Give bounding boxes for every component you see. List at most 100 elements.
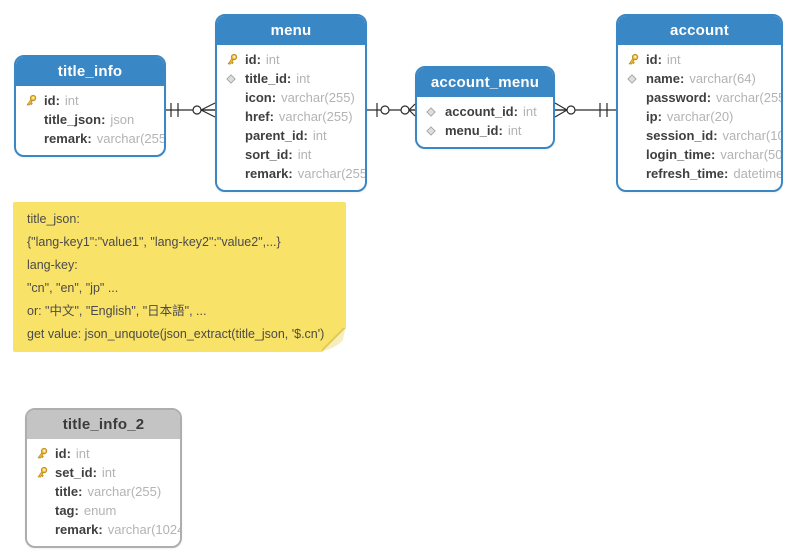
field-type: datetime [733,166,783,181]
field-name: tag [55,503,79,518]
table-field-row[interactable]: password varchar(255) [618,88,781,107]
field-type: int [265,52,280,67]
table-account_menu[interactable]: account_menu account_idint menu_id int [415,66,555,149]
table-fields: idinttitle_idinticonvarchar(255)hrefvarc… [217,45,365,190]
field-type: varchar(255) [87,484,162,499]
field-type: varchar(255) [96,131,166,146]
sticky-note[interactable]: title_json: {"lang-key1":"value1", "lang… [13,202,346,352]
table-field-row[interactable]: idint [16,91,164,110]
table-field-row[interactable]: icon varchar(255) [217,88,365,107]
note-folded-corner-icon [322,328,346,352]
table-title[interactable]: account [618,16,781,45]
relationship-connector-account_menu-account[interactable] [554,98,616,122]
field-name: remark [44,131,92,146]
table-field-row[interactable]: remarkvarchar(255) [217,164,365,183]
table-field-row[interactable]: session_id varchar(100) [618,126,781,145]
foreign-key-diamond-icon [626,73,646,85]
table-fields: idintset_idinttitlevarchar(255)tagenumre… [27,439,180,546]
field-name: name [646,71,684,86]
table-field-row[interactable]: remark varchar(1024) [27,520,180,539]
field-type: int [296,71,310,86]
table-field-row[interactable]: remark varchar(255) [16,129,164,148]
note-line: or: "中文", "English", "日本語", ... [27,304,207,318]
field-name: id [55,446,71,461]
field-type: int [297,147,312,162]
table-title[interactable]: menu [217,16,365,45]
field-name: remark [245,166,293,181]
field-name: account_id [445,104,518,119]
table-title_info[interactable]: title_info idint title_json json remark varc… [14,55,166,157]
field-name: title_json [44,112,105,127]
field-type: varchar(255) [278,109,353,124]
table-field-row[interactable]: name varchar(64) [618,69,781,88]
relationship-connector-title_info-menu[interactable] [166,98,216,122]
table-account[interactable]: account idint name varchar(64) password varc… [616,14,783,192]
primary-key-icon [35,466,55,480]
table-field-row[interactable]: tagenum [27,501,180,520]
table-field-row[interactable]: refresh_time datetime [618,164,781,183]
table-fields: idint name varchar(64) password varchar(255)… [618,45,781,190]
table-field-row[interactable]: menu_id int [417,121,553,140]
field-name: set_id [55,465,97,480]
primary-key-icon [626,53,646,67]
field-type: int [64,93,79,108]
field-name: menu_id [445,123,503,138]
table-field-row[interactable]: login_time varchar(50) [618,145,781,164]
field-type: int [507,123,522,138]
note-line: title_json: [27,212,80,226]
field-name: id [245,52,261,67]
relationship-connector-menu-account_menu[interactable] [367,98,416,122]
field-type: varchar(20) [666,109,734,124]
table-field-row[interactable]: parent_id int [217,126,365,145]
foreign-key-diamond-icon [225,73,245,85]
field-name: session_id [646,128,718,143]
field-name: password [646,90,711,105]
field-type: varchar(255) [281,90,355,105]
table-field-row[interactable]: title_id int [217,69,365,88]
field-type: int [75,446,90,461]
foreign-key-diamond-icon [425,106,445,118]
field-name: refresh_time [646,166,728,181]
field-name: title [55,484,82,499]
foreign-key-diamond-icon [425,125,445,137]
table-field-row[interactable]: set_id int [27,463,180,482]
field-name: ip [646,109,662,124]
table-title[interactable]: title_info [16,57,164,86]
table-fields: account_idint menu_id int [417,97,553,147]
note-line: {"lang-key1":"value1", "lang-key2":"valu… [27,235,281,249]
note-line: get value: json_unquote(json_extract(tit… [27,327,325,341]
table-title[interactable]: account_menu [417,68,553,97]
table-field-row[interactable]: idint [618,50,781,69]
table-field-row[interactable]: href varchar(255) [217,107,365,126]
table-title[interactable]: title_info_2 [27,410,180,439]
field-name: parent_id [245,128,308,143]
table-menu[interactable]: menu idinttitle_idinticonvarchar(255)hre… [215,14,367,192]
field-type: int [101,465,116,480]
field-name: sort_id [245,147,293,162]
table-field-row[interactable]: sort_id int [217,145,365,164]
field-type: varchar(100) [722,128,781,143]
table-title_info_2[interactable]: title_info_2 idintset_idinttitlevarchar(… [25,408,182,548]
field-type: varchar(50) [720,147,783,162]
table-field-row[interactable]: idint [27,444,180,463]
field-name: id [646,52,662,67]
table-fields: idint title_json json remark varchar(255) [16,86,164,155]
field-name: remark [55,522,103,537]
field-name: title_id [245,71,291,86]
field-type: enum [83,503,117,518]
field-type: varchar(1024) [107,522,182,537]
field-type: varchar(64) [689,71,756,86]
table-field-row[interactable]: idint [217,50,365,69]
field-name: href [245,109,274,124]
primary-key-icon [225,53,245,67]
table-field-row[interactable]: ip varchar(20) [618,107,781,126]
table-field-row[interactable]: account_idint [417,102,553,121]
table-field-row[interactable]: title_json json [16,110,164,129]
field-name: icon [245,90,276,105]
field-type: varchar(255) [716,90,783,105]
field-type: json [110,112,135,127]
field-type: int [312,128,327,143]
note-line: "cn", "en", "jp" ... [27,281,119,295]
table-field-row[interactable]: title varchar(255) [27,482,180,501]
field-name: login_time [646,147,715,162]
